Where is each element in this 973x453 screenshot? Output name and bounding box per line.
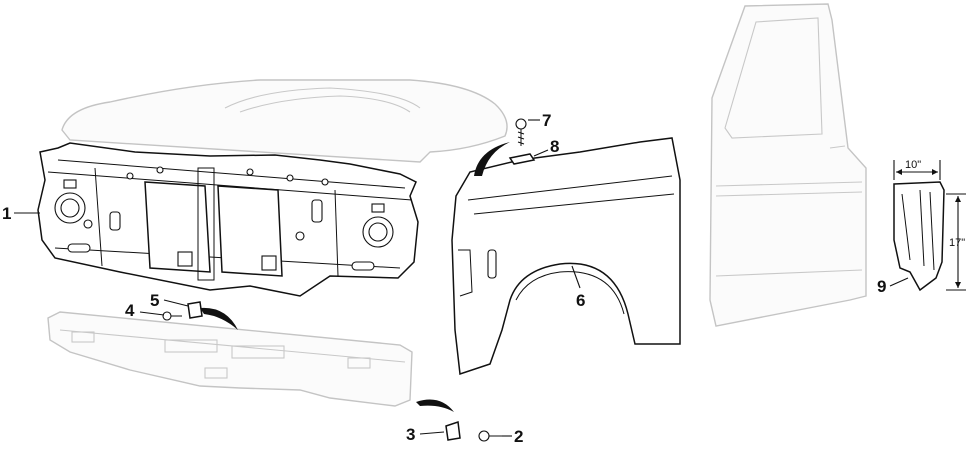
leader-5 [163,299,189,307]
dimension-width-label: 10" [905,159,921,171]
callout-4: 4 [125,301,135,320]
sweep-arrow-fender [474,142,510,176]
radiator-support [37,142,419,297]
leader-9 [889,277,909,287]
screw-4 [162,311,182,321]
callout-2: 2 [514,427,523,446]
leader-8 [533,149,549,157]
clip-3 [445,420,461,441]
leader-3 [419,431,445,435]
door-outline [709,3,867,327]
sweep-arrow-lower [416,399,454,412]
bolt-7 [515,118,527,146]
dimension-height-label: 17" [949,237,965,249]
hood-outline [61,79,508,163]
leader-4 [139,311,165,316]
callout-5: 5 [150,291,159,310]
cowl-side-panel [893,181,945,292]
callout-7: 7 [542,111,551,130]
front-fender [451,137,681,376]
lower-valance-outline [47,311,413,407]
clip-8 [508,153,536,165]
clip-5 [187,301,203,319]
callout-6: 6 [576,291,585,310]
dimension-width [893,160,941,180]
callout-1: 1 [2,204,11,223]
callout-3: 3 [406,425,415,444]
callout-8: 8 [550,137,559,156]
dimension-height [946,193,966,291]
sweep-arrow-valance [200,307,238,330]
callout-9: 9 [877,277,886,296]
leader-6 [571,265,581,289]
screw-2 [478,430,502,442]
